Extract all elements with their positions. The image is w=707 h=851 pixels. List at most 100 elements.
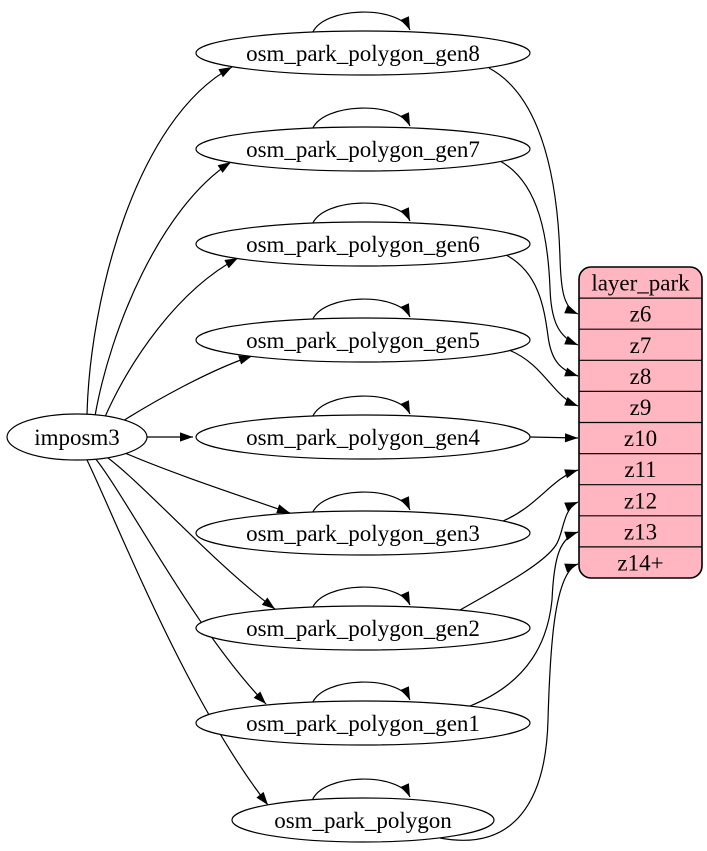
table-row-z8: z8: [630, 364, 652, 389]
edge-imposm3-to-osm-park-polygon-gen6-arrowhead-icon: [224, 258, 238, 269]
self-loop-osm-park-polygon-gen5: [311, 298, 411, 322]
node-osm-park-polygon-gen8-label: osm_park_polygon_gen8: [246, 41, 480, 66]
edge-imposm3-to-osm-park-polygon-gen3-line: [117, 449, 291, 514]
node-imposm3-shape: [6, 413, 148, 461]
table-row-z6: z6: [630, 302, 652, 327]
table-row-z14plus-label: z14+: [617, 550, 663, 575]
node-osm-park-polygon-gen2: osm_park_polygon_gen2: [195, 605, 531, 651]
self-loop-osm-park-polygon-gen4: [311, 395, 411, 419]
edge-imposm3-to-osm-park-polygon-gen5-arrowhead-icon: [238, 355, 252, 365]
edge-osm-park-polygon-gen6-to-z8-arrowhead-icon: [564, 367, 578, 377]
node-osm-park-polygon-gen7-label: osm_park_polygon_gen7: [246, 137, 480, 162]
edge-imposm3-to-osm-park-polygon-gen6-line: [103, 257, 239, 420]
self-loop-osm-park-polygon-gen7-arrowhead-icon: [400, 112, 410, 126]
table-row-z7: z7: [630, 333, 652, 358]
node-osm-park-polygon-gen5: osm_park_polygon_gen5: [195, 317, 531, 363]
edge-imposm3-to-osm-park-polygon-gen5: [117, 355, 253, 425]
edge-osm-park-polygon-gen8-to-z6-line: [488, 67, 579, 315]
self-loop-osm-park-polygon-gen1-arrowhead-icon: [400, 686, 410, 700]
edge-osm-park-polygon-gen8-to-z6: [488, 67, 579, 315]
edge-imposm3-to-osm-park-polygon-gen7: [94, 161, 232, 417]
edge-imposm3-to-osm-park-polygon-gen8-line: [86, 66, 233, 415]
self-loop-osm-park-polygon-gen5-arrowhead-icon: [400, 303, 410, 317]
node-osm-park-polygon-gen4: osm_park_polygon_gen4: [195, 414, 531, 460]
table-row-z14plus: z14+: [617, 550, 663, 575]
node-osm-park-polygon-gen3: osm_park_polygon_gen3: [195, 510, 531, 556]
edge-imposm3-to-osm-park-polygon-gen4-arrowhead-icon: [180, 432, 193, 442]
edge-osm-park-polygon-gen5-to-z9-arrowhead-icon: [564, 397, 578, 406]
self-loop-osm-park-polygon-gen4-arrowhead-icon: [400, 400, 410, 414]
edge-imposm3-to-osm-park-polygon-line: [86, 459, 269, 806]
self-loop-osm-park-polygon-gen8-arrowhead-icon: [400, 16, 410, 30]
edge-imposm3-to-osm-park-polygon-gen5-line: [117, 355, 253, 425]
edge-imposm3-to-osm-park-polygon-gen2: [103, 454, 276, 610]
self-loop-osm-park-polygon-gen7: [311, 107, 411, 131]
table-row-z10: z10: [624, 426, 657, 451]
node-osm-park-polygon-gen1-label: osm_park_polygon_gen1: [246, 711, 480, 736]
edge-osm-park-polygon-to-z14plus-arrowhead-icon: [564, 563, 578, 573]
node-osm-park-polygon-gen6-shape: [195, 221, 531, 267]
node-osm-park-polygon-gen1: osm_park_polygon_gen1: [195, 700, 531, 746]
node-osm-park-polygon-gen5-label: osm_park_polygon_gen5: [246, 328, 480, 353]
edge-osm-park-polygon-gen1-to-z13-line: [469, 531, 579, 707]
edge-osm-park-polygon-gen7-to-z7: [499, 160, 579, 346]
edge-imposm3-to-osm-park-polygon-gen7-arrowhead-icon: [217, 162, 231, 173]
edge-imposm3-to-osm-park-polygon-gen2-line: [103, 454, 276, 610]
table-row-z13: z13: [624, 519, 657, 544]
self-loop-osm-park-polygon-arrowhead-icon: [400, 783, 410, 797]
layer-park-table-title: layer_park: [591, 271, 690, 296]
node-osm-park-polygon: osm_park_polygon: [231, 797, 495, 843]
table-row-z11-label: z11: [624, 457, 656, 482]
edge-osm-park-polygon-to-z14plus-line: [439, 563, 579, 841]
table-row-z11: z11: [624, 457, 656, 482]
table-row-z10-label: z10: [624, 426, 657, 451]
edge-osm-park-polygon-gen3-to-z11-arrowhead-icon: [564, 469, 578, 479]
table-row-z9: z9: [630, 395, 652, 420]
edge-imposm3-to-osm-park-polygon-gen7-line: [94, 161, 232, 417]
edge-imposm3-to-osm-park-polygon-gen1: [94, 457, 267, 705]
edge-imposm3-to-osm-park-polygon-gen1-line: [94, 457, 267, 705]
edge-osm-park-polygon-gen8-to-z6-arrowhead-icon: [564, 304, 578, 314]
node-osm-park-polygon-gen4-shape: [195, 414, 531, 460]
edge-osm-park-polygon-gen4-to-z10: [529, 433, 579, 443]
table-row-z12-label: z12: [624, 488, 657, 513]
edge-osm-park-polygon-gen3-to-z11: [502, 469, 579, 522]
edge-osm-park-polygon-gen1-to-z13: [469, 531, 579, 707]
node-osm-park-polygon-gen4-label: osm_park_polygon_gen4: [246, 425, 480, 450]
edge-imposm3-to-osm-park-polygon-gen2-arrowhead-icon: [261, 597, 275, 609]
node-osm-park-polygon-gen6-label: osm_park_polygon_gen6: [246, 232, 480, 257]
table-row-z6-label: z6: [630, 302, 652, 327]
edge-osm-park-polygon-gen4-to-z10-arrowhead-icon: [564, 433, 578, 443]
edge-osm-park-polygon-gen6-to-z8: [505, 254, 579, 377]
node-imposm3-label: imposm3: [34, 425, 120, 450]
edge-osm-park-polygon-gen2-to-z12-line: [459, 501, 579, 611]
edge-imposm3-to-osm-park-polygon-arrowhead-icon: [256, 791, 268, 805]
edge-imposm3-to-osm-park-polygon: [86, 459, 269, 806]
edge-imposm3-to-osm-park-polygon-gen1-arrowhead-icon: [253, 691, 266, 704]
node-osm-park-polygon-label: osm_park_polygon: [274, 808, 452, 833]
table-row-z12: z12: [624, 488, 657, 513]
edge-imposm3-to-osm-park-polygon-gen6: [103, 257, 239, 420]
node-osm-park-polygon-gen3-label: osm_park_polygon_gen3: [246, 521, 480, 546]
node-osm-park-polygon-gen7: osm_park_polygon_gen7: [195, 126, 531, 172]
edge-osm-park-polygon-to-z14plus: [439, 563, 579, 841]
edge-osm-park-polygon-gen2-to-z12: [459, 501, 579, 611]
edge-imposm3-to-osm-park-polygon-gen8-arrowhead-icon: [218, 67, 232, 78]
table-row-z13-label: z13: [624, 519, 657, 544]
edge-osm-park-polygon-gen5-to-z9: [508, 349, 579, 407]
self-loop-osm-park-polygon-gen3-arrowhead-icon: [400, 496, 410, 510]
self-loop-osm-park-polygon-gen8: [311, 11, 411, 35]
edge-imposm3-to-osm-park-polygon-gen3-arrowhead-icon: [276, 504, 290, 514]
edge-osm-park-polygon-gen7-to-z7-line: [499, 160, 579, 346]
self-loop-osm-park-polygon: [311, 778, 411, 802]
node-osm-park-polygon-gen3-shape: [195, 510, 531, 556]
node-osm-park-polygon-gen2-shape: [195, 605, 531, 651]
node-osm-park-polygon-shape: [231, 797, 495, 843]
edge-osm-park-polygon-gen7-to-z7-arrowhead-icon: [564, 335, 578, 345]
node-osm-park-polygon-gen8: osm_park_polygon_gen8: [195, 30, 531, 76]
self-loop-osm-park-polygon-gen2: [311, 586, 411, 610]
self-loop-osm-park-polygon-gen3: [311, 491, 411, 515]
node-osm-park-polygon-gen6: osm_park_polygon_gen6: [195, 221, 531, 267]
